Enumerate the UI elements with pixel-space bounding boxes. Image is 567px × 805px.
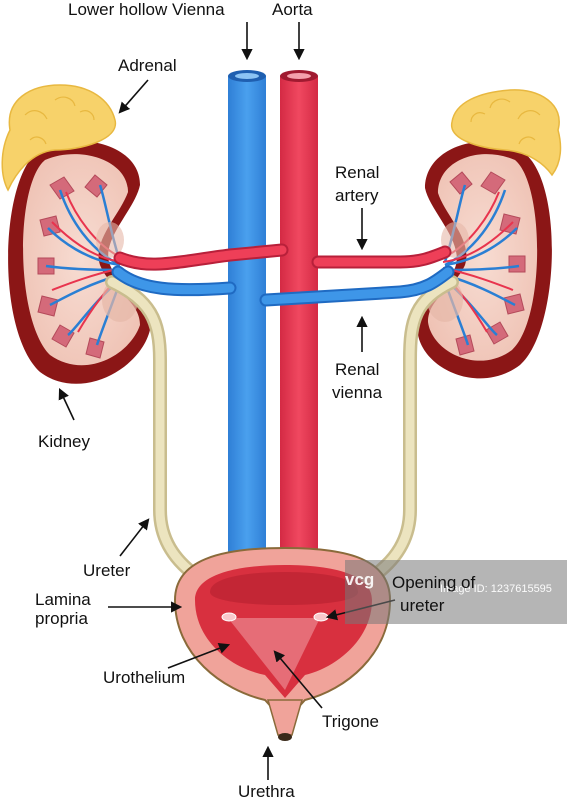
label-trigone: Trigone — [322, 712, 380, 731]
watermark-band — [345, 560, 567, 624]
label-renal-vienna-line2: vienna — [332, 383, 383, 402]
label-renal-artery-line1: Renal — [335, 163, 380, 182]
label-urethra: Urethra — [238, 782, 295, 801]
watermark-logo: vcg — [345, 570, 375, 589]
aorta-vessel — [280, 70, 318, 556]
label-renal-artery-line2: artery — [335, 186, 379, 205]
renal-veins — [111, 265, 455, 307]
label-renal-vienna-line1: Renal — [335, 360, 380, 379]
left-kidney — [8, 141, 151, 384]
label-kidney: Kidney — [38, 432, 90, 451]
watermark-id: Image ID: 1237615595 — [440, 583, 552, 595]
label-lamina-propria-line2: propria — [35, 609, 88, 628]
ureters — [105, 275, 459, 582]
label-opening-of-ureter-line2: ureter — [400, 596, 445, 615]
label-adrenal: Adrenal — [118, 56, 177, 75]
left-adrenal — [1, 84, 116, 192]
label-urothelium: Urothelium — [103, 668, 186, 687]
label-lower-hollow-vienna: Lower hollow Vienna — [68, 0, 225, 19]
renal-arteries — [113, 243, 452, 271]
label-lamina-propria-line1: Lamina — [35, 590, 91, 609]
label-aorta: Aorta — [272, 0, 313, 19]
label-ureter: Ureter — [83, 561, 131, 580]
right-adrenal — [451, 89, 562, 177]
label-opening-of-ureter-line1: Opening of — [392, 573, 476, 592]
vena-cava — [228, 70, 266, 556]
bladder — [173, 546, 392, 741]
